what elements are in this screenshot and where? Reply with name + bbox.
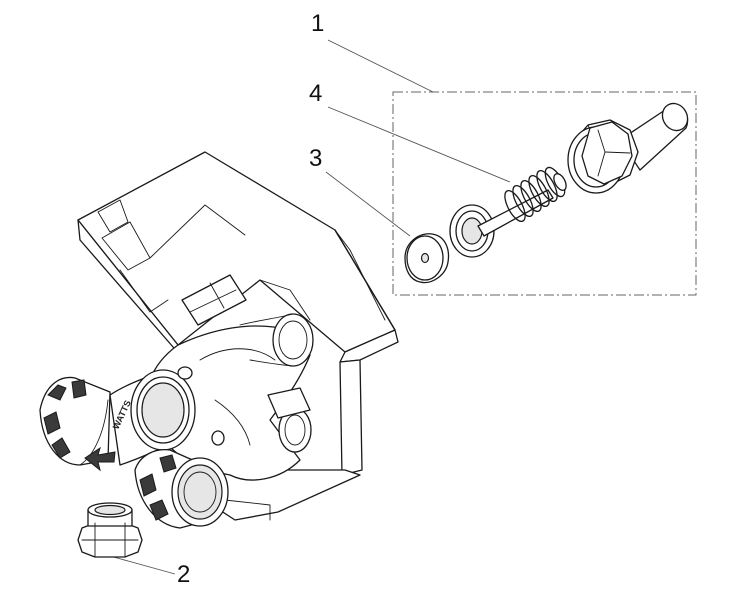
- lower-port-fitting: [134, 449, 229, 529]
- callout-number-3: 3: [309, 145, 323, 172]
- leader-line-3: [325, 171, 411, 237]
- callout-number-1: 1: [311, 10, 325, 37]
- leader-line-2: [109, 555, 176, 575]
- check-valve-part-4: [449, 166, 567, 258]
- bonnet-cap: [567, 102, 689, 194]
- manifold-body: [145, 313, 314, 481]
- leader-line-4: [327, 106, 511, 183]
- front-port-fitting: WATTS: [109, 369, 196, 466]
- manifold-knob-lower: [211, 430, 225, 446]
- callout-number-2: 2: [177, 561, 191, 588]
- callout-number-4: 4: [309, 80, 323, 107]
- kit-boundary-box: [392, 91, 697, 296]
- washer-part-3: [404, 233, 450, 284]
- leader-line-1: [327, 39, 434, 93]
- manifold-knob: [177, 366, 193, 380]
- plug-part-2: [77, 502, 143, 558]
- left-union-nut: [39, 376, 111, 466]
- flow-arrow-marking: [84, 446, 116, 472]
